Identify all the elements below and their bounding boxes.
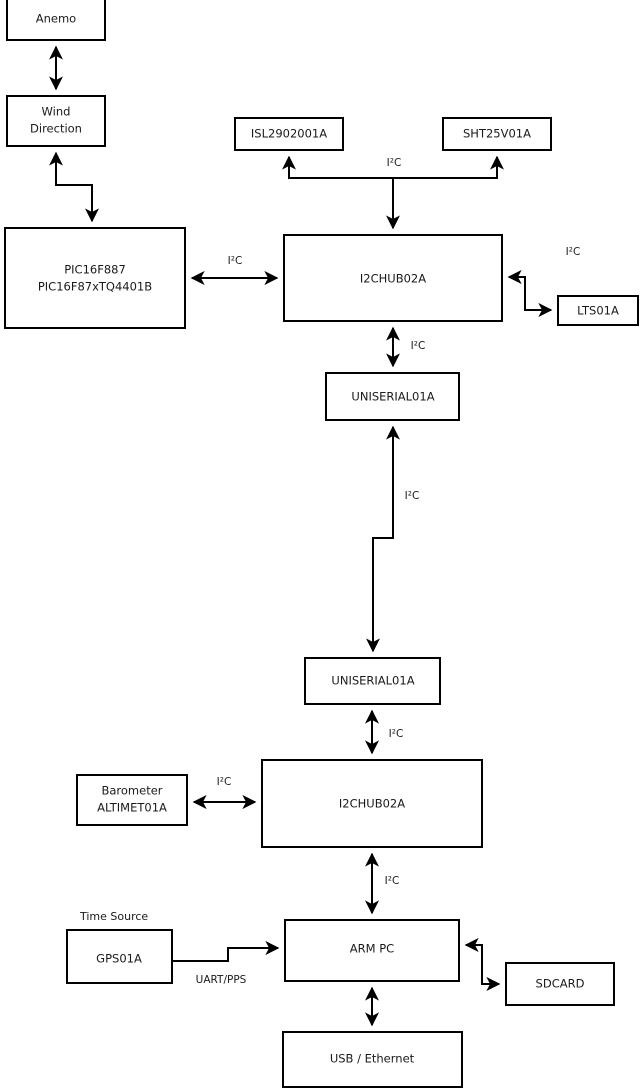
edge-label-barometer-i2chub: I²C	[217, 776, 232, 788]
node-arm-pc[interactable]: ARM PC	[284, 919, 460, 982]
node-isl2902001a[interactable]: ISL2902001A	[234, 117, 344, 151]
node-i2chub02a-bottom-box	[261, 759, 483, 848]
node-sht25v01a-box	[442, 117, 552, 151]
node-sdcard[interactable]: SDCARD	[505, 962, 615, 1006]
edge-label-uart-pps: UART/PPS	[196, 974, 247, 986]
node-uniserial01a-upper-label: UNISERIAL01A	[351, 390, 434, 404]
edge-label-uniserial-uniserial: I²C	[405, 490, 420, 502]
node-isl2902001a-label: ISL2902001A	[251, 127, 327, 141]
node-pic-microcontroller[interactable]: PIC16F887 PIC16F87xTQ4401B	[4, 227, 186, 329]
node-barometer-altimet01a[interactable]: Barometer ALTIMET01A	[76, 774, 188, 826]
node-barometer-label-line1: Barometer	[101, 784, 162, 798]
node-lts01a-box	[557, 295, 639, 326]
node-uniserial01a-lower[interactable]: UNISERIAL01A	[304, 657, 441, 705]
edge-label-i2chub-lts01a: I²C	[566, 246, 581, 258]
node-anemo-label: Anemo	[36, 12, 76, 26]
node-uniserial01a-upper-box	[325, 372, 460, 421]
node-sdcard-label: SDCARD	[536, 977, 585, 991]
edge-label-pic-i2chub-top: I²C	[228, 255, 243, 267]
edge-gps01a-arm-pc	[172, 941, 280, 962]
node-gps01a[interactable]: GPS01A	[66, 929, 173, 984]
node-uniserial01a-lower-box	[304, 657, 441, 705]
edge-uniserial-upper-uniserial-lower	[366, 425, 400, 653]
node-uniserial01a-upper[interactable]: UNISERIAL01A	[325, 372, 460, 421]
label-time-source: Time Source	[79, 910, 148, 923]
node-wind-direction-label-line1: Wind	[42, 105, 71, 119]
node-usb-ethernet-label: USB / Ethernet	[330, 1052, 415, 1066]
edge-arm-pc-sdcard	[464, 938, 501, 991]
node-gps01a-label: GPS01A	[96, 952, 142, 966]
node-i2chub02a-bottom[interactable]: I2CHUB02A	[261, 759, 483, 848]
node-wind-direction[interactable]: Wind Direction	[6, 95, 106, 147]
node-anemo[interactable]: Anemo	[6, 0, 106, 41]
node-lts01a-label: LTS01A	[577, 304, 619, 318]
edge-label-i2chub-arm-pc: I²C	[385, 875, 400, 887]
node-sdcard-box	[505, 962, 615, 1006]
node-anemo-box	[6, 0, 106, 41]
node-i2chub02a-top-box	[283, 234, 503, 322]
node-barometer-box	[76, 774, 188, 826]
node-i2chub02a-top[interactable]: I2CHUB02A	[283, 234, 503, 322]
edge-pic-wind-direction	[49, 151, 99, 223]
node-isl2902001a-box	[234, 117, 344, 151]
node-pic-box	[4, 227, 186, 329]
node-usb-ethernet-box	[282, 1031, 463, 1088]
edge-label-uniserial-i2chub-bottom: I²C	[389, 728, 404, 740]
edge-i2chub-top-sht25v01a	[393, 155, 504, 179]
node-uniserial01a-lower-label: UNISERIAL01A	[331, 674, 414, 688]
node-pic-label-line1: PIC16F887	[64, 263, 126, 277]
node-sht25v01a[interactable]: SHT25V01A	[442, 117, 552, 151]
node-arm-pc-box	[284, 919, 460, 982]
node-lts01a[interactable]: LTS01A	[557, 295, 639, 326]
node-i2chub02a-top-label: I2CHUB02A	[360, 272, 426, 286]
edge-label-i2chub-uniserial-upper: I²C	[411, 340, 426, 352]
node-wind-direction-box	[6, 95, 106, 147]
node-i2chub02a-bottom-label: I2CHUB02A	[339, 797, 405, 811]
node-wind-direction-label-line2: Direction	[30, 122, 82, 136]
edge-i2chub-top-lts01a	[507, 270, 553, 317]
node-pic-label-line2: PIC16F87xTQ4401B	[38, 280, 152, 294]
edge-label-i2c-top-bus: I²C	[387, 157, 402, 169]
node-sht25v01a-label: SHT25V01A	[463, 127, 531, 141]
node-barometer-label-line2: ALTIMET01A	[97, 801, 167, 815]
node-arm-pc-label: ARM PC	[350, 942, 394, 956]
node-usb-ethernet[interactable]: USB / Ethernet	[282, 1031, 463, 1088]
node-gps01a-box	[66, 929, 173, 984]
